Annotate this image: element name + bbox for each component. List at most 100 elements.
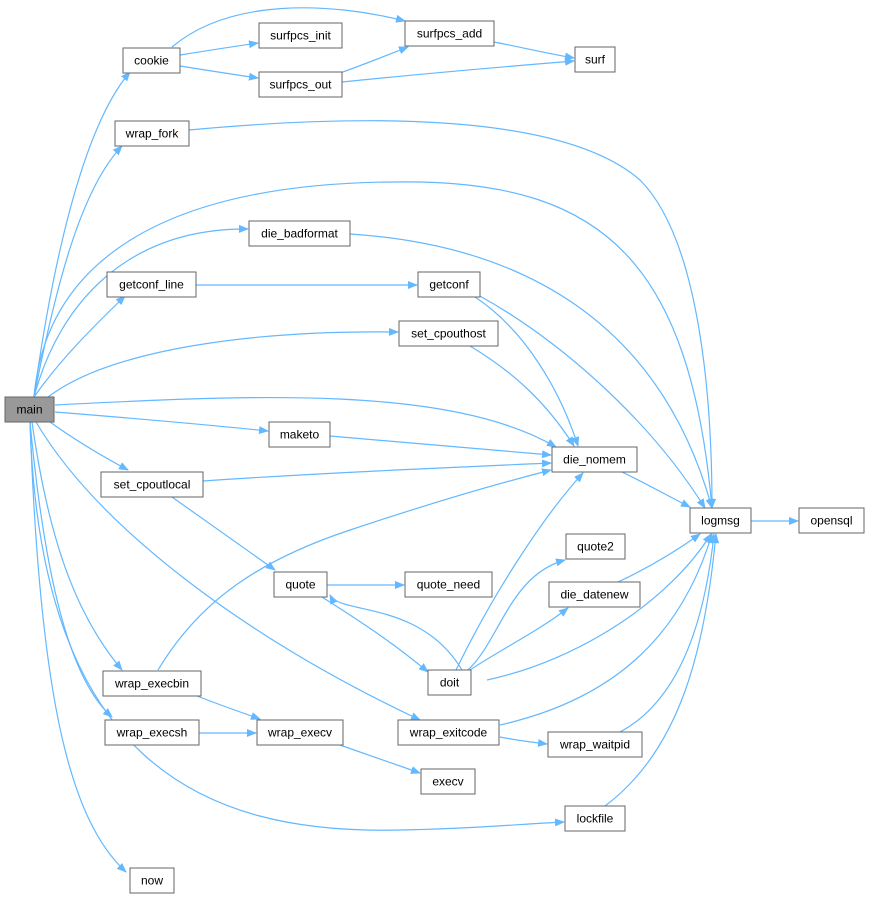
edge-main-logmsg-top — [33, 181, 716, 509]
node-label: getconf_line — [119, 278, 184, 292]
edge-wrap_execv-execv — [339, 744, 421, 774]
edge-wrap_execbin-wrap_execv — [196, 695, 261, 720]
node-label: execv — [432, 775, 463, 789]
node-label: surfpcs_out — [269, 78, 332, 92]
node-die_nomem[interactable]: die_nomem — [551, 446, 638, 473]
node-label: die_nomem — [563, 453, 626, 467]
node-quote2[interactable]: quote2 — [565, 533, 626, 560]
edge-die_nomem-logmsg — [621, 471, 691, 508]
node-label: wrap_exitcode — [409, 726, 488, 740]
edge-surfpcs_out-surfpcs_add — [339, 46, 409, 74]
node-label: now — [141, 874, 163, 888]
edge-lockfile-logmsg — [604, 533, 720, 807]
node-set_cpoutlocal[interactable]: set_cpoutlocal — [100, 471, 204, 498]
edge-doit-die_datenew — [469, 607, 569, 671]
node-label: lockfile — [577, 812, 614, 826]
node-doit[interactable]: doit — [427, 669, 472, 696]
node-wrap_exitcode[interactable]: wrap_exitcode — [397, 719, 500, 746]
edge-main-lockfile — [29, 421, 565, 831]
edge-main-set_cpoutlocal — [49, 421, 129, 471]
edge-wrap_fork-logmsg — [188, 120, 716, 509]
node-wrap_execsh[interactable]: wrap_execsh — [104, 719, 200, 746]
edge-doit-die_nomem — [455, 472, 584, 671]
node-label: wrap_execsh — [116, 726, 188, 740]
node-getconf_line[interactable]: getconf_line — [106, 271, 197, 298]
node-label: die_badformat — [261, 227, 338, 241]
node-label: surfpcs_init — [270, 29, 331, 43]
node-wrap_fork[interactable]: wrap_fork — [114, 120, 190, 147]
node-label: quote — [285, 578, 315, 592]
node-wrap_execbin[interactable]: wrap_execbin — [102, 670, 202, 697]
edge-getconf-logmsg — [477, 294, 706, 509]
node-label: logmsg — [701, 514, 740, 528]
edge-main-wrap_execsh — [29, 421, 113, 718]
node-label: doit — [440, 676, 460, 690]
node-cookie[interactable]: cookie — [122, 47, 181, 74]
edge-main-wrap_exitcode — [35, 421, 421, 721]
edge-cookie-surfpcs_out — [179, 65, 259, 81]
node-execv[interactable]: execv — [420, 768, 476, 795]
node-label: opensql — [810, 514, 852, 528]
node-label: wrap_execv — [267, 726, 332, 740]
node-label: quote_need — [417, 578, 480, 592]
edge-set_cpouthost-die_nomem — [469, 345, 575, 447]
edge-main-wrap_fork — [33, 145, 123, 398]
node-label: wrap_fork — [125, 127, 180, 141]
edge-surfpcs_add-surf — [493, 41, 575, 61]
edge-cookie-surfpcs_init — [179, 40, 259, 56]
edge-quote-doit — [321, 596, 429, 673]
edge-main-maketo — [54, 411, 269, 435]
node-getconf[interactable]: getconf — [417, 271, 481, 298]
node-surf[interactable]: surf — [574, 46, 616, 73]
edge-main-getconf_line — [33, 295, 126, 398]
edge-main-die_nomem — [54, 396, 557, 448]
node-label: wrap_execbin — [114, 677, 189, 691]
edge-main-now — [29, 421, 127, 873]
edge-main-set_cpouthost — [47, 327, 399, 398]
edge-wrap_execbin-die_nomem — [157, 468, 552, 671]
node-label: surfpcs_add — [417, 27, 482, 41]
node-label: die_datenew — [560, 588, 628, 602]
node-label: cookie — [134, 54, 169, 68]
node-surfpcs_out[interactable]: surfpcs_out — [258, 71, 343, 98]
node-quote[interactable]: quote — [273, 571, 328, 598]
node-set_cpouthost[interactable]: set_cpouthost — [398, 320, 499, 347]
edge-cookie-surfpcs_add — [171, 7, 406, 48]
node-quote_need[interactable]: quote_need — [404, 571, 493, 598]
node-die_datenew[interactable]: die_datenew — [548, 581, 641, 608]
edge-set_cpoutlocal-quote — [171, 496, 276, 571]
nodes: main cookie surfpcs_init surfpcs_out sur… — [4, 20, 865, 894]
node-logmsg[interactable]: logmsg — [689, 507, 752, 534]
edge-main-wrap_execbin — [31, 421, 123, 671]
edge-doit-logmsg — [486, 533, 712, 681]
node-label: quote2 — [577, 540, 614, 554]
edge-main-cookie — [33, 71, 131, 398]
edges — [29, 7, 799, 873]
node-maketo[interactable]: maketo — [268, 421, 331, 448]
node-opensql[interactable]: opensql — [798, 507, 865, 534]
node-label: surf — [585, 53, 606, 67]
node-surfpcs_init[interactable]: surfpcs_init — [258, 22, 343, 49]
node-now[interactable]: now — [129, 867, 175, 894]
node-label: main — [16, 403, 42, 417]
node-label: maketo — [280, 428, 320, 442]
node-label: getconf — [429, 278, 469, 292]
node-die_badformat[interactable]: die_badformat — [248, 220, 351, 247]
edge-wrap_waitpid-logmsg — [619, 533, 718, 733]
edge-doit-quote2 — [467, 558, 566, 671]
edge-surfpcs_out-surf — [341, 57, 575, 83]
node-wrap_waitpid[interactable]: wrap_waitpid — [547, 731, 643, 758]
edge-maketo-die_nomem — [329, 435, 552, 459]
node-label: set_cpouthost — [411, 327, 486, 341]
edge-die_badformat-logmsg — [349, 233, 714, 509]
edge-wrap_exitcode-logmsg — [499, 533, 714, 726]
edge-doit-quote — [329, 594, 463, 671]
node-label: set_cpoutlocal — [114, 478, 191, 492]
node-label: wrap_waitpid — [559, 738, 630, 752]
node-wrap_execv[interactable]: wrap_execv — [256, 719, 344, 746]
edge-die_datenew-logmsg — [617, 533, 701, 583]
node-surfpcs_add[interactable]: surfpcs_add — [404, 20, 495, 47]
node-main[interactable]: main — [4, 396, 55, 423]
node-lockfile[interactable]: lockfile — [564, 805, 626, 832]
